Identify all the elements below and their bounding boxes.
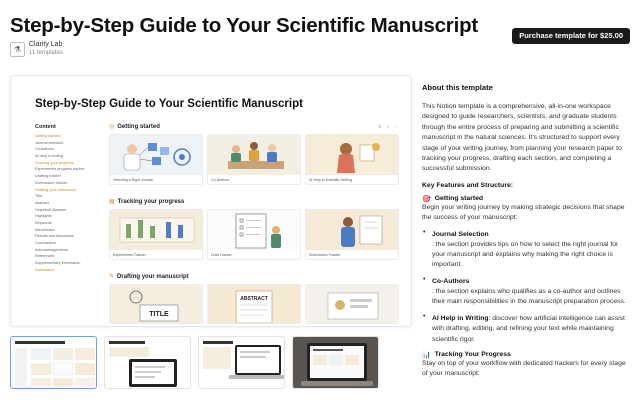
target-icon: 🎯 [422, 195, 431, 203]
creator-template-count: 11 templates [29, 50, 63, 56]
thumbnail-strip [10, 336, 379, 389]
about-heading: About this template [422, 83, 493, 92]
preview-card: ABSTRACT [207, 284, 301, 324]
preview-section-getting-started: ◎ Getting started ⇅ ⌕ ⋯ Selecting a Righ… [109, 122, 401, 185]
toc-item[interactable]: Submission tracker [35, 180, 68, 185]
svg-text:TITLE: TITLE [149, 311, 169, 318]
toc-item[interactable]: Supplementary information [35, 261, 81, 266]
preview-card: Experiments Tracker [109, 209, 203, 260]
section-title: Tracking your progress [117, 198, 185, 205]
section-tools-icon: ⇅ ⌕ ⋯ [377, 123, 401, 129]
target-icon: ◎ [109, 124, 115, 130]
bullet-journal-selection: Journal Selection : the section provides… [422, 229, 632, 271]
toc-item[interactable]: Acknowledgements [35, 247, 68, 252]
section-title: Getting started [117, 123, 160, 130]
pencil-icon: ✎ [109, 274, 115, 280]
toc-item[interactable]: References [35, 254, 55, 259]
template-preview-image[interactable]: Step-by-Step Guide to Your Scientific Ma… [10, 75, 412, 327]
bullet-ai-help: AI Help in Writing: discover how artific… [422, 313, 632, 345]
toc-item[interactable]: Tracking your progress [35, 160, 74, 165]
step-getting-started: 🎯 Getting started [422, 195, 484, 203]
step-getting-started-body: Begin your writing journey by making str… [422, 203, 625, 222]
toc-item[interactable]: Results and discussion [35, 234, 74, 239]
toc-item[interactable]: Co-authors [35, 147, 54, 152]
preview-card [305, 284, 399, 324]
flask-icon: ⚗ [10, 41, 25, 57]
thumbnail-3[interactable] [198, 336, 285, 389]
preview-section-drafting: ✎ Drafting your manuscript TITLE ABSTRAC [109, 272, 401, 324]
preview-title: Step-by-Step Guide to Your Scientific Ma… [35, 98, 303, 110]
section-title: Drafting your manuscript [117, 273, 189, 280]
creator-name[interactable]: Clarity Lab [29, 41, 63, 48]
page-title: Step-by-Step Guide to Your Scientific Ma… [10, 14, 479, 37]
toc-heading: Content [35, 124, 56, 130]
toc-item[interactable]: Journal selection [35, 140, 64, 145]
toc-item[interactable]: Drafting your manuscript [35, 187, 77, 192]
svg-text:ABSTRACT: ABSTRACT [240, 296, 268, 302]
thumbnail-1[interactable] [10, 336, 97, 389]
about-intro: This Notion template is a comprehensive,… [422, 103, 622, 173]
thumbnail-2[interactable] [104, 336, 191, 389]
toc-item[interactable]: Abstract [35, 200, 49, 205]
toc-item[interactable]: Getting started [35, 134, 60, 138]
toc-item[interactable]: Highlights [35, 214, 52, 219]
thumbnail-4[interactable] [292, 336, 379, 389]
chart-icon: 📊 [422, 351, 431, 359]
about-panel: About this template This Notion template… [422, 83, 632, 380]
preview-card: Co-Authors [207, 134, 301, 185]
creator-info[interactable]: ⚗ Clarity Lab 11 templates [10, 41, 63, 57]
toc-item[interactable]: Conclusions [35, 241, 56, 245]
toc-item[interactable]: Drafting tracker [35, 174, 61, 179]
step-tracking-progress: 📊 Tracking Your Progress [422, 351, 511, 359]
purchase-button[interactable]: Purchase template for $25.00 [512, 28, 630, 44]
toc-item[interactable]: Submission [35, 267, 55, 272]
toc-item[interactable]: Introduction [35, 227, 55, 232]
step-tracking-progress-body: Stay on top of your workflow with dedica… [422, 359, 626, 378]
chart-icon: ▤ [109, 199, 115, 205]
preview-card: Selecting a Right Journal [109, 134, 203, 185]
toc-item[interactable]: Experiments progress tracker [35, 167, 85, 172]
preview-card: Submission Tracker [305, 209, 399, 260]
bullet-co-authors: Co-Authors : the section explains who qu… [422, 276, 632, 308]
features-heading: Key Features and Structure: [422, 181, 514, 189]
toc-item[interactable]: Graphical Abstract [35, 207, 67, 212]
toc-item[interactable]: Title [35, 194, 43, 199]
preview-card: Draft Tracker [207, 209, 301, 260]
toc-item[interactable]: AI help in writing [35, 154, 63, 159]
preview-section-tracking-progress: ▤ Tracking your progress Experiments Tra… [109, 197, 401, 260]
preview-card: TITLE [109, 284, 203, 324]
preview-card: AI Help in Scientific Writing [305, 134, 399, 185]
toc-item[interactable]: Keywords [35, 220, 52, 225]
